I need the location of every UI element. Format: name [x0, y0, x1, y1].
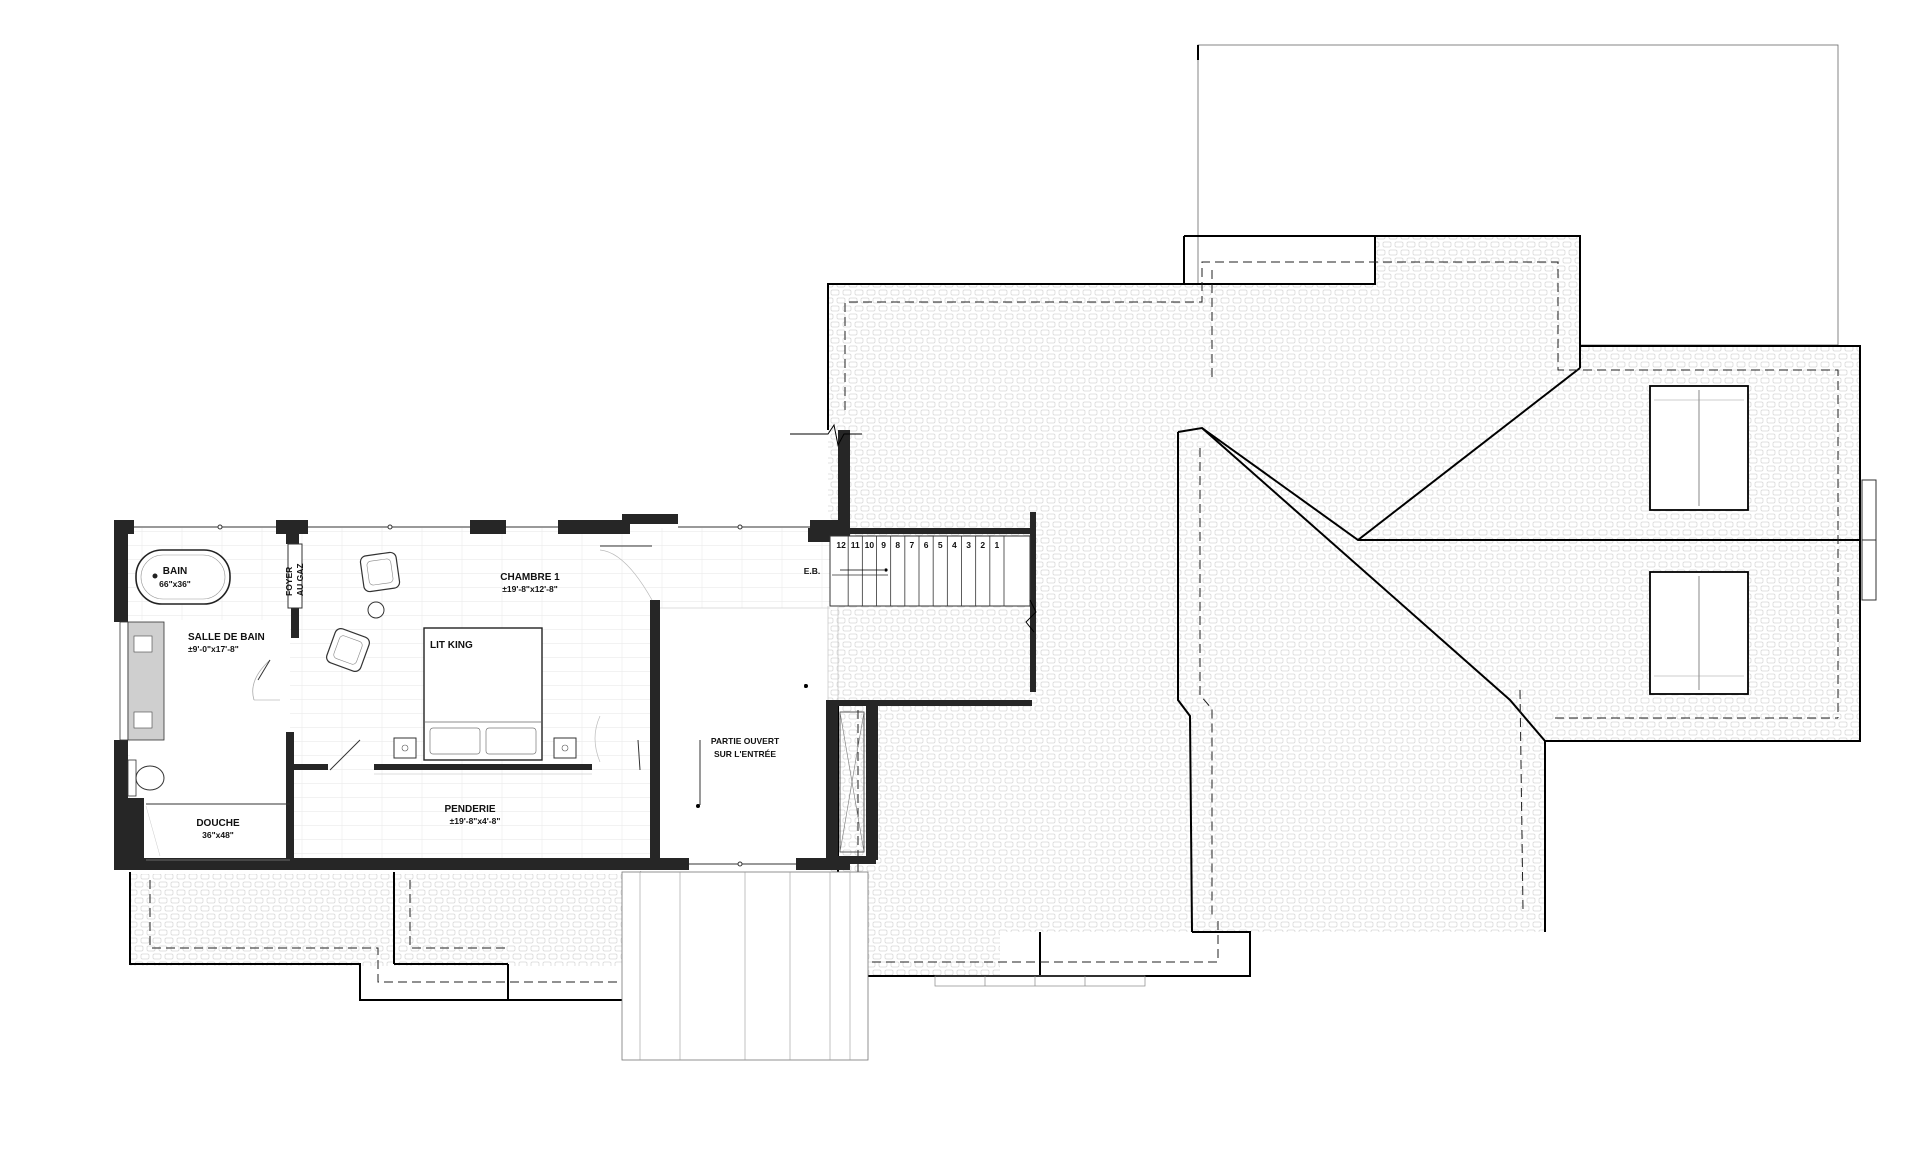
stair-step-number: 9 — [881, 540, 886, 550]
stair-step-number: 3 — [966, 540, 971, 550]
eb-label: E.B. — [804, 566, 821, 576]
gas-fireplace — [287, 543, 303, 609]
stair-step-number: 8 — [895, 540, 900, 550]
tub-label: BAIN — [163, 566, 187, 577]
tub-dimensions: 66"x36" — [159, 579, 191, 589]
toilet — [127, 759, 137, 797]
stair-step-number: 6 — [924, 540, 929, 550]
bathtub — [135, 549, 231, 605]
stair-step-number: 10 — [865, 540, 875, 550]
staircase — [829, 535, 1031, 607]
lower-left-roof — [129, 871, 869, 1061]
stair-step-number: 2 — [980, 540, 985, 550]
side-table — [367, 601, 385, 619]
bath-room-label: SALLE DE BAIN — [188, 632, 265, 643]
fireplace-label-2: AU GAZ — [295, 563, 305, 596]
open-area-label-1: PARTIE OUVERT — [711, 736, 780, 746]
stair-step-number: 1 — [995, 540, 1000, 550]
bedroom-dimensions: ±19'-8"x12'-8" — [502, 584, 558, 594]
stair-step-number: 12 — [836, 540, 846, 550]
stair-step-number: 7 — [910, 540, 915, 550]
armchair-2 — [326, 628, 370, 672]
armchair-1 — [359, 551, 401, 593]
open-area-label-2: SUR L'ENTRÉE — [714, 749, 776, 759]
stair-step-number: 4 — [952, 540, 957, 550]
walls — [114, 430, 1036, 870]
closet-label: PENDERIE — [444, 804, 495, 815]
stair-step-number: 11 — [851, 540, 860, 550]
main-roof — [827, 45, 1877, 933]
shower-label: DOUCHE — [196, 818, 240, 829]
fireplace-label-1: FOYER — [284, 567, 294, 596]
bath-room-dimensions: ±9'-0"x17'-8" — [188, 644, 239, 654]
furniture — [127, 543, 653, 861]
stair-step-number: 5 — [938, 540, 943, 550]
north-windows — [134, 524, 810, 530]
king-bed — [423, 627, 543, 761]
closet-dimensions: ±19'-8"x4'-8" — [450, 816, 501, 826]
bed-label: LIT KING — [430, 640, 473, 651]
bath-window — [119, 621, 129, 741]
bedroom-label: CHAMBRE 1 — [500, 572, 560, 583]
south-windows — [689, 861, 796, 867]
shower-dimensions: 36"x48" — [202, 830, 234, 840]
